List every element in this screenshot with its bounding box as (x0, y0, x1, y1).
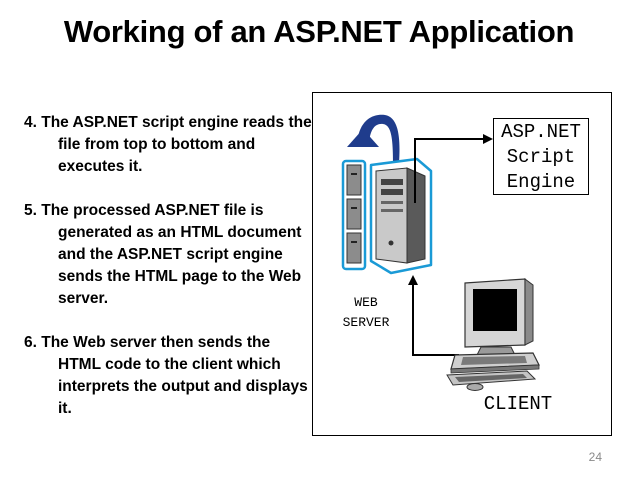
curved-arrow-icon (347, 114, 400, 163)
arrow-client-to-server (408, 275, 459, 356)
page-title: Working of an ASP.NET Application (63, 14, 575, 49)
desktop-computer-icon (446, 278, 540, 391)
client-label: CLIENT (483, 393, 553, 415)
diagram-graphics (341, 114, 540, 391)
engine-label-line: ASP.NET (501, 121, 581, 143)
server-tower-icon (369, 157, 433, 275)
server-rack-icon (341, 159, 367, 271)
engine-label-line: Script (506, 146, 576, 168)
bullet-list: 4. The ASP.NET script engine reads the f… (24, 112, 314, 442)
bullet-point-5: 5. The processed ASP.NET file is generat… (24, 202, 302, 307)
web-server-label: WEB SERVER (331, 293, 401, 333)
bullet-point-4: 4. The ASP.NET script engine reads the f… (24, 114, 312, 175)
arrow-server-to-engine (414, 134, 493, 203)
web-server-label-line: SERVER (342, 315, 390, 330)
page-number: 24 (588, 450, 602, 464)
architecture-diagram: ASP.NET Script Engine WEB SERVER CLIENT (312, 92, 612, 436)
bullet-point-6: 6. The Web server then sends the HTML co… (24, 334, 308, 417)
engine-label-line: Engine (506, 171, 576, 193)
script-engine-box: ASP.NET Script Engine (493, 118, 589, 195)
web-server-label-line: WEB (354, 295, 378, 310)
